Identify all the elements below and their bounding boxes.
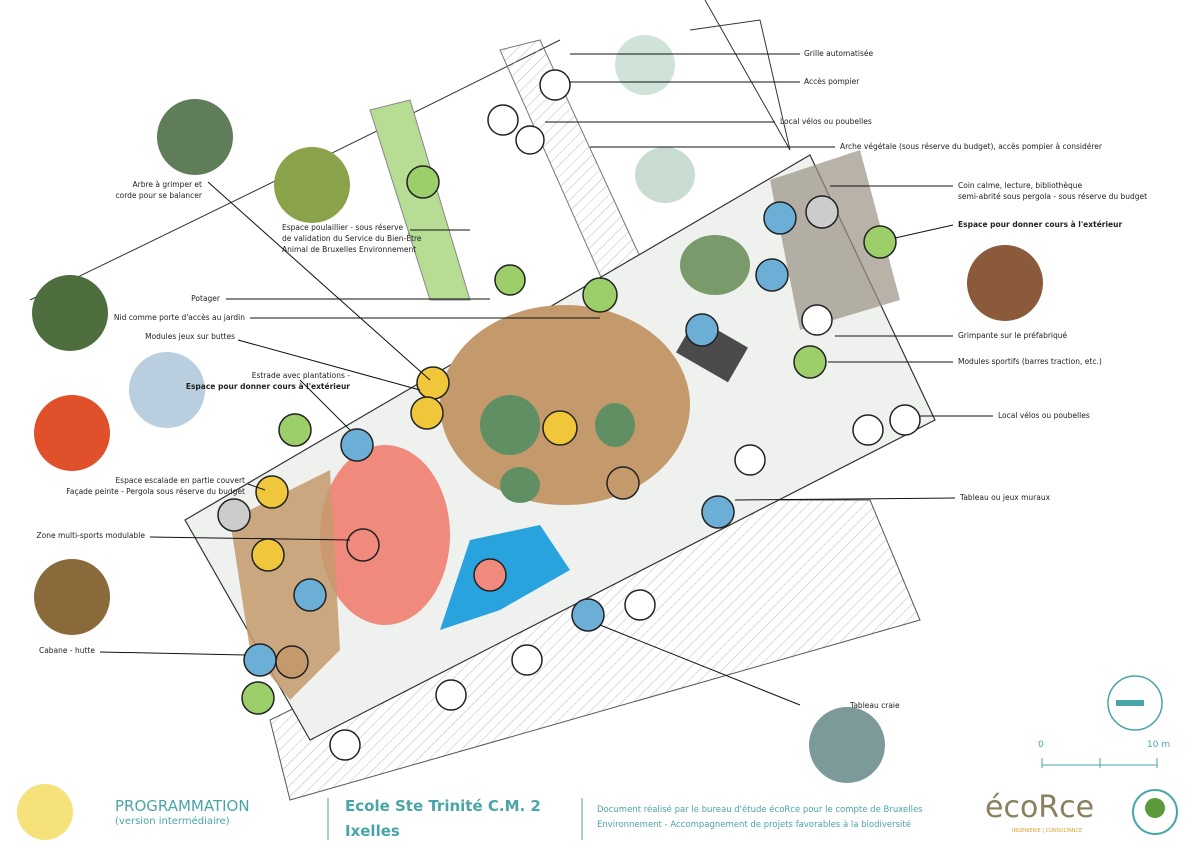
- label-line: Façade peinte - Pergola sous réserve du …: [66, 487, 245, 496]
- multisport-zone: [320, 445, 450, 625]
- chicken-icon: [406, 165, 440, 199]
- umbrella-icon: [217, 498, 251, 532]
- climber-icon: [410, 396, 444, 430]
- chalkboard-icon: [571, 598, 605, 632]
- log-icon: [251, 538, 285, 572]
- bench-icon: [435, 679, 467, 711]
- photo-play-modules: [129, 352, 205, 428]
- footer-doc-line-1: Document réalisé par le bureau d'étude é…: [597, 805, 923, 815]
- fire-truck-icon: [539, 69, 571, 101]
- photo-chicken-coop: [274, 147, 350, 223]
- site-boundary-line: [704, 0, 791, 151]
- bench-icon: [511, 644, 543, 676]
- trash-icon: [852, 414, 884, 446]
- group-icon: [755, 258, 789, 292]
- footer-title: PROGRAMMATION: [115, 797, 250, 815]
- climbing-tree-icon: [416, 366, 450, 400]
- bench-icon: [329, 729, 361, 761]
- commune-name: Ixelles: [345, 822, 400, 840]
- label-line: semi-abrité sous pergola - sous réserve …: [958, 192, 1148, 201]
- board-icon: [701, 495, 735, 529]
- bench-icon: [624, 589, 656, 621]
- label-poulailler: Espace poulaillier - sous réserve de vali…: [282, 222, 421, 255]
- school-name: Ecole Ste Trinité C.M. 2: [345, 797, 541, 815]
- label-grimpante: Grimpante sur le préfabriqué: [958, 331, 1068, 340]
- label-line: Espace escalade en partie couvert: [115, 476, 245, 485]
- photo-climbing-tree: [157, 99, 233, 175]
- pergola-zone: [770, 150, 900, 330]
- fountain-icon: [606, 466, 640, 500]
- leader-lines: [99, 53, 993, 706]
- photo-painted-facade: [34, 395, 110, 471]
- label-potager: Potager: [191, 294, 220, 303]
- label-cours-exterieur: Espace pour donner cours à l'extérieur: [958, 220, 1123, 229]
- label-estrade: Estrade avec plantations - Espace pour do…: [186, 370, 350, 392]
- tree-canopy: [680, 235, 750, 295]
- label-cabane: Cabane - hutte: [38, 646, 95, 655]
- label-arche: Arche végétale (sous réserve du budget),…: [840, 142, 1102, 151]
- mound-zone: [440, 305, 690, 505]
- bike-icon: [889, 404, 921, 436]
- climbing-icon: [255, 475, 289, 509]
- footer-subtitle: (version intermédiaire): [115, 816, 230, 827]
- label-line: de validation du Service du Bien-Être: [282, 234, 422, 243]
- footer-doc-line-2: Environnement - Accompagnement de projet…: [597, 820, 911, 830]
- outdoor-class-icon: [863, 225, 897, 259]
- tree-canopy: [615, 35, 675, 95]
- label-line: Animal de Bruxelles Environnement: [282, 245, 417, 254]
- stairs-icon: [542, 410, 578, 446]
- garden-strip: [369, 99, 471, 301]
- label-line: Coin calme, lecture, bibliothèque: [958, 181, 1083, 190]
- children-illustration: [17, 784, 73, 840]
- labyrinth-icon: [734, 444, 766, 476]
- hut-icon: [243, 643, 277, 677]
- book-icon: [763, 201, 797, 235]
- north-arrow: [1107, 675, 1163, 731]
- label-line: corde pour se balancer: [115, 191, 202, 200]
- photo-nest: [32, 275, 108, 351]
- label-line: Espace poulaillier - sous réserve: [282, 223, 404, 232]
- label-line: Arbre à grimper et: [132, 180, 202, 189]
- label-line: Estrade avec plantations -: [251, 371, 350, 380]
- outdoor-class-icon: [278, 413, 312, 447]
- label-arbre: Arbre à grimper et corde pour se balancer: [115, 179, 202, 201]
- vegetable-icon: [494, 264, 526, 296]
- label-local-velos: Local vélos ou poubelles: [780, 117, 872, 126]
- scale-bar: [1041, 758, 1158, 768]
- tree-icon: [685, 313, 719, 347]
- photo-chalkboard: [809, 707, 885, 783]
- label-acces-pompier: Accès pompier: [804, 77, 860, 86]
- bike-icon: [487, 104, 519, 136]
- scale-start: 0: [1038, 740, 1044, 750]
- label-grille: Grille automatisée: [804, 49, 874, 58]
- photo-hut: [34, 559, 110, 635]
- ecorce-logo: écoRce: [985, 790, 1095, 825]
- label-modules-jeux: Modules jeux sur buttes: [145, 332, 235, 341]
- trash-icon: [515, 125, 545, 155]
- label-modules-sportifs: Modules sportifs (barres traction, etc.): [958, 357, 1102, 366]
- balls-icon: [473, 558, 507, 592]
- label-nid: Nid comme porte d'accès au jardin: [113, 313, 245, 322]
- outdoor-class-icon: [241, 681, 275, 715]
- photo-climbing-plant: [967, 245, 1043, 321]
- sport-modules-icon: [793, 345, 827, 379]
- label-local-velos-2: Local vélos ou poubelles: [998, 411, 1090, 420]
- label-tableau-craie: Tableau craie: [850, 701, 900, 710]
- group-icon: [340, 428, 374, 462]
- label-coin-calme: Coin calme, lecture, bibliothèque semi-ab…: [958, 180, 1147, 202]
- footprint-icon: [293, 578, 327, 612]
- label-multisports: Zone multi-sports modulable: [36, 531, 145, 540]
- label-line: Espace pour donner cours à l'extérieur: [185, 382, 350, 391]
- nest-icon: [582, 277, 618, 313]
- scale-end: 10 m: [1147, 740, 1171, 750]
- balls-icon: [346, 528, 380, 562]
- ecorce-logo-subtitle: INGÉNIERIE | CONSULTANCE: [1012, 828, 1083, 834]
- umbrella-icon: [805, 195, 839, 229]
- tree-canopy: [635, 147, 695, 203]
- nest-icon: [275, 645, 309, 679]
- label-tableau-muraux: Tableau ou jeux muraux: [960, 493, 1051, 502]
- climbing-wall-icon: [801, 304, 833, 336]
